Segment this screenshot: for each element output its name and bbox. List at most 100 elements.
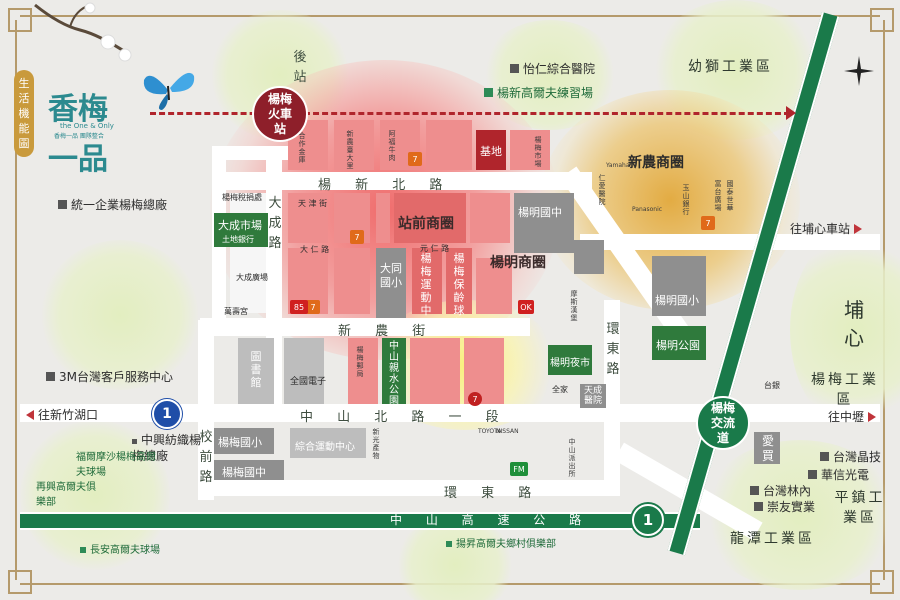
poi-formosa-golf: 福爾摩沙楊梅高爾夫球場 [76, 448, 162, 478]
seven-eleven-icon-4: 7 [701, 216, 715, 230]
seven-eleven-icon-2: 7 [350, 230, 364, 244]
label-kumon: 全國電子 [290, 377, 327, 387]
halo-left [40, 240, 200, 390]
block-a4 [426, 120, 472, 170]
block-yangming-park[interactable] [652, 326, 706, 360]
label-dacheng-market: 大成市場 [218, 219, 262, 232]
butterfly-icon [143, 72, 195, 110]
railway-arrow [786, 106, 796, 120]
label-toyota: TOYOTA [478, 428, 502, 435]
block-station-front [394, 193, 466, 243]
label-yangming-elem: 楊明國小 [655, 294, 699, 307]
square-marker-icon-5 [820, 452, 829, 461]
square-marker-icon-8 [754, 502, 763, 511]
square-marker-icon-4 [132, 439, 137, 444]
label-yamaha: Yamaha [606, 162, 630, 170]
halo-right [790, 230, 900, 430]
zone-xinnong: 新農商圈 [628, 155, 684, 171]
direction-to-hsinchu: 往新竹湖口 [26, 406, 98, 423]
block-c0 [230, 193, 266, 313]
frame-left [15, 20, 17, 580]
label-formosa-golf: 福爾摩沙楊梅高爾夫球場 [76, 452, 156, 478]
train-station-marker[interactable]: 楊梅火車站 [252, 86, 308, 142]
brand-side-label: 生活機能圖 [14, 70, 34, 157]
label-mos: 摩斯漢堡 [570, 290, 578, 322]
label-hezuo: 合作金庫 [298, 132, 306, 164]
poi-3m: 3M台灣客戶服務中心 [46, 368, 173, 385]
label-tianjin-st: 天 津 街 [298, 199, 328, 208]
label-jiaoyi: 國泰世華 [726, 180, 734, 212]
label-to-zhongli: 往中壢 [828, 410, 865, 424]
halo-bottom-left [20, 420, 170, 570]
base-block[interactable] [476, 130, 506, 170]
label-tax-office: 楊梅稅捐處 [222, 193, 262, 202]
frame-corner-tl [8, 8, 32, 32]
label-huaxin: 華信光電 [821, 468, 870, 482]
block-dacheng-market[interactable] [214, 213, 268, 247]
label-xinnong-shop: 新農臺大里 [346, 130, 354, 170]
road-to-trainstation [212, 146, 302, 160]
freeway-1-badge: 1 [632, 504, 664, 536]
block-d3 [410, 338, 460, 404]
square-marker-icon-green [484, 88, 493, 97]
square-marker-icon-2 [58, 200, 67, 209]
label-dacheng-road: 大成路 [268, 196, 282, 251]
square-marker-icon-green-3 [446, 541, 452, 547]
square-marker-icon-green-2 [80, 547, 86, 553]
direction-to-zhongli: 往中壢 [828, 408, 877, 425]
pxmart-icon: 7 [468, 392, 482, 406]
road-huandong-h [200, 480, 620, 496]
block-d2 [348, 338, 378, 404]
square-marker-icon-6 [808, 470, 817, 479]
block-a5 [510, 130, 550, 170]
label-yangmei-bowling: 楊梅保齡球館 [453, 252, 465, 330]
brand-subtitle: the One & Only [60, 122, 114, 130]
label-jiaxiang: 富台廣場 [714, 180, 722, 212]
poi-zaixing-golf: 再興高爾夫俱樂部 [36, 478, 96, 508]
label-back-station: 後站 [293, 50, 307, 85]
arrow-right-icon-2 [868, 412, 877, 422]
block-night-market[interactable] [548, 345, 592, 375]
label-sports-center: 綜合運動中心 [295, 442, 355, 453]
block-d1 [284, 338, 324, 404]
road-yangxin-north [212, 172, 592, 190]
frame-corner-bl [8, 570, 32, 594]
block-library [238, 338, 274, 404]
block-aimai [754, 432, 780, 464]
frame-corner-tr [870, 8, 894, 32]
poi-tsmc-like: 台灣晶技 [820, 448, 881, 465]
poi-uni-president: 統一企業楊梅總廠 [58, 196, 167, 213]
label-zaixing-golf: 再興高爾夫俱樂部 [36, 482, 96, 508]
block-zhongshan-park[interactable] [382, 338, 406, 404]
label-market: 楊梅市場 [534, 136, 542, 168]
compass-star-icon [844, 56, 874, 86]
label-night-market: 楊明夜市 [550, 358, 590, 369]
label-renai: 仁愛醫院 [598, 174, 606, 206]
train-station-label: 楊梅火車站 [267, 91, 292, 136]
poi-taiwan-forest: 台灣林內 [750, 482, 811, 499]
label-uni-president: 統一企業楊梅總廠 [71, 198, 168, 212]
zone-yangming: 楊明商圈 [490, 255, 546, 271]
label-huandong-h: 環 東 路 [444, 486, 542, 501]
interchange-label: 楊梅交流道 [710, 400, 735, 445]
seven-eleven-icon-3: 7 [306, 300, 320, 314]
plum-branch-icon [34, 2, 132, 62]
label-yiren: 怡仁綜合醫院 [523, 62, 596, 76]
brand-title-a: 香梅 [48, 92, 108, 127]
interchange-marker[interactable]: 楊梅交流道 [696, 396, 750, 450]
label-family-text: 全家 [552, 385, 568, 394]
road-xinnong-st [200, 318, 530, 336]
label-aimai: 愛買 [762, 434, 775, 463]
label-daren-rd: 大 仁 路 [300, 245, 330, 254]
poi-yangxin-golf: 楊新高爾夫練習場 [484, 84, 593, 101]
label-yangmei-sports: 楊梅運動中心 [420, 252, 432, 330]
block-b3 [376, 193, 390, 243]
label-xiaoqian: 校前路 [199, 430, 213, 485]
zone-longtan: 龍潭工業區 [730, 531, 815, 547]
block-yangmei-middle [214, 460, 284, 480]
label-zhongxing: 中興紡織楊梅總廠 [132, 433, 202, 463]
label-3m: 3M台灣客戶服務中心 [59, 370, 173, 384]
road-xiaoqian-v [198, 320, 214, 500]
poi-chongyou: 崇友實業 [754, 498, 815, 515]
